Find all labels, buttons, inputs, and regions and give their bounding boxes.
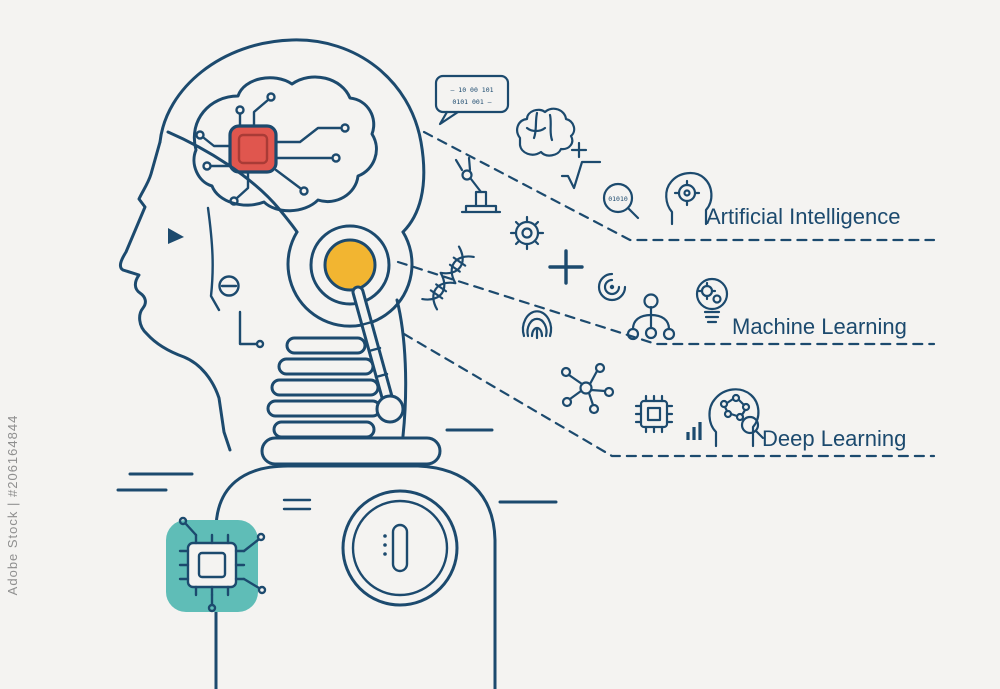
square-root-icon (560, 160, 602, 190)
torso-outline (214, 464, 497, 689)
label-deep-learning: Deep Learning (762, 426, 906, 451)
plus-icon-small (570, 141, 588, 159)
eye-visor (168, 228, 184, 244)
icon-cluster: – 10 00 101 0101 001 – (421, 74, 765, 448)
microchip-icon (634, 394, 674, 434)
bulb-gears-icon (695, 277, 729, 324)
search-digits-icon: 01010 (602, 182, 640, 220)
dna-icon (421, 245, 475, 311)
plus-icon-large (548, 249, 584, 285)
chest-chip (178, 516, 267, 613)
head-gear-icon (665, 172, 713, 226)
ear-outer-circle (309, 224, 391, 306)
head-neural-magnifier-icon (708, 388, 765, 448)
collar-band (260, 436, 442, 466)
neck-back-line (395, 298, 408, 438)
equals-mark (282, 498, 312, 511)
helmet-outline (158, 38, 426, 234)
fingerprint-icon (521, 310, 553, 340)
watermark-text: Adobe Stock | #206164844 (5, 415, 20, 596)
face-profile (118, 140, 232, 452)
helmet-front-edge (166, 130, 299, 234)
svg-text:01010: 01010 (608, 195, 628, 203)
robot-head (118, 38, 426, 452)
connector-line-ml (396, 260, 936, 346)
ear-ridge (286, 230, 414, 328)
connector-lines (396, 130, 936, 458)
chest-chip-panel (166, 516, 267, 613)
svg-text:0101 001 –: 0101 001 – (452, 98, 491, 106)
motion-lines (116, 428, 558, 504)
brain-icon (516, 107, 576, 157)
binary-speech-bubble-icon: – 10 00 101 0101 001 – (434, 74, 510, 126)
svg-text:– 10 00 101: – 10 00 101 (450, 86, 493, 94)
bar-chart-icon (686, 422, 702, 440)
brain-circuit-traces (195, 92, 350, 206)
gear-icon (509, 215, 545, 251)
molecule-network-icon (560, 362, 615, 415)
connector-line-dl (402, 332, 936, 458)
label-artificial-intelligence: Artificial Intelligence (706, 204, 900, 229)
label-machine-learning: Machine Learning (732, 314, 907, 339)
hierarchy-icon (626, 293, 676, 341)
antenna-tube (351, 285, 405, 424)
robot-torso (116, 428, 558, 689)
robot-arm-icon (454, 156, 502, 214)
ear-inner-circle (323, 238, 377, 292)
connector-line-ai (422, 130, 936, 242)
cpu-chip (228, 124, 278, 174)
cheek-circuit-details (206, 206, 265, 349)
chest-dial (341, 489, 459, 607)
spiral-target-icon (597, 272, 627, 302)
